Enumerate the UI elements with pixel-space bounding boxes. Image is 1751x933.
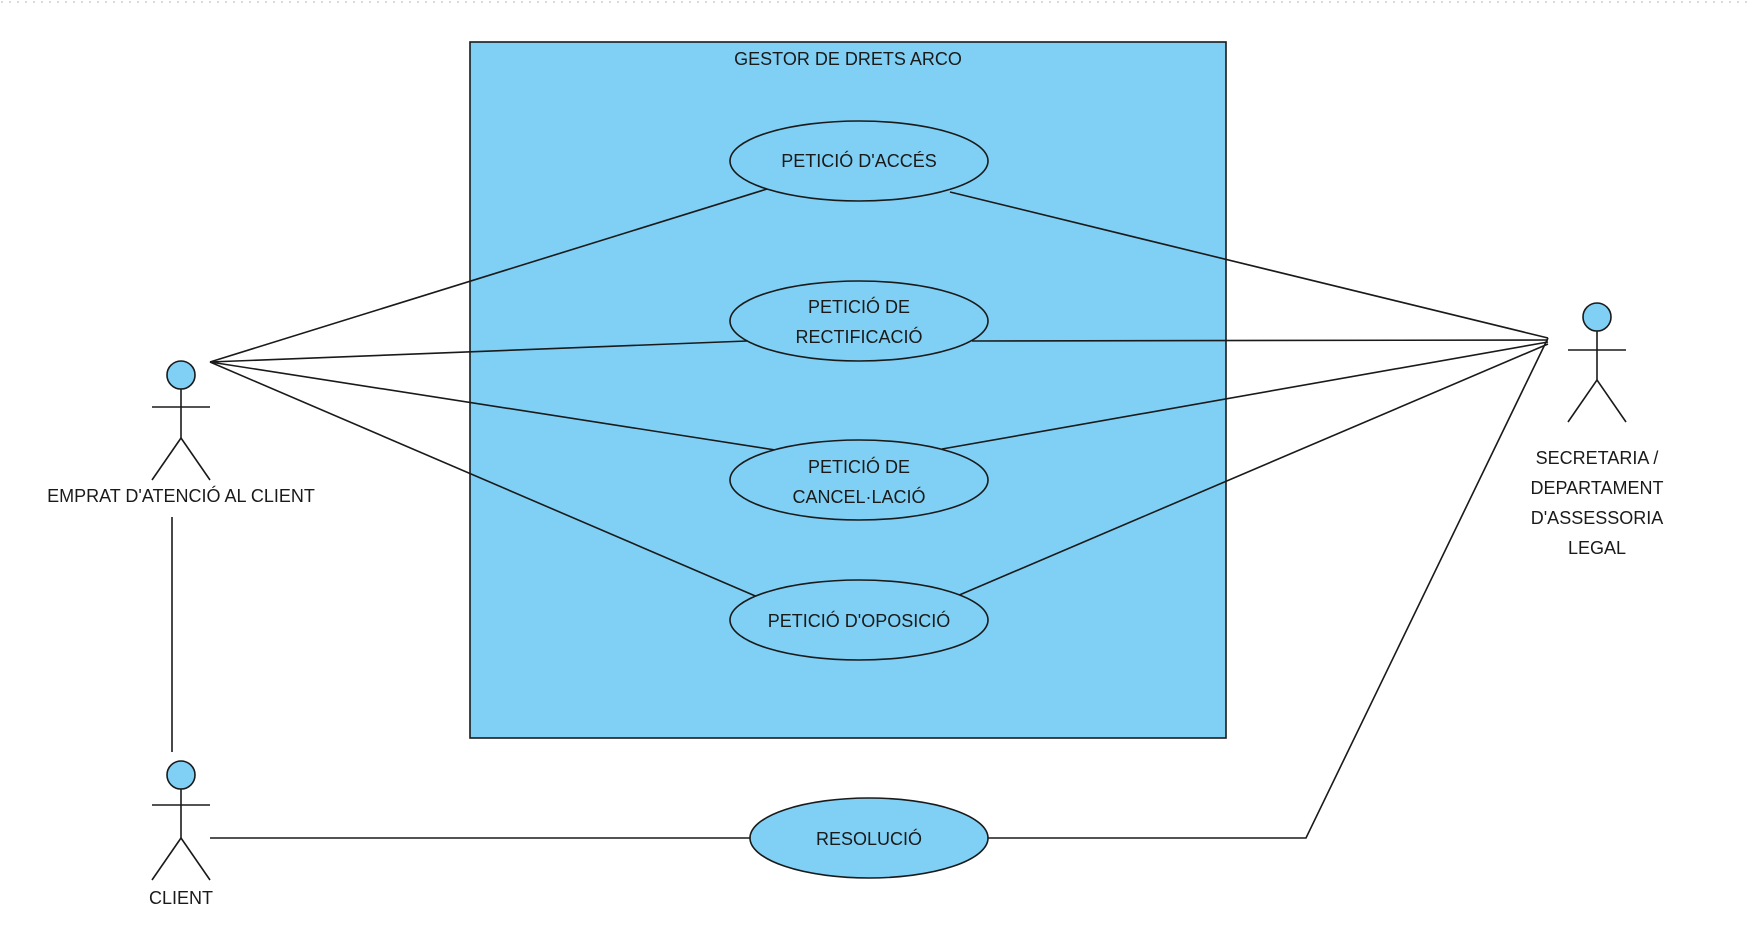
system-title: GESTOR DE DRETS ARCO: [734, 49, 962, 69]
use-case-rectificacio[interactable]: PETICIÓ DE RECTIFICACIÓ: [729, 280, 989, 362]
use-case-label-line2: CANCEL·LACIÓ: [792, 486, 925, 507]
actor-client[interactable]: CLIENT: [149, 760, 213, 908]
actor-label: EMPRAT D'ATENCIÓ AL CLIENT: [47, 485, 315, 506]
actor-emprat[interactable]: EMPRAT D'ATENCIÓ AL CLIENT: [47, 360, 315, 506]
use-case-label-line1: PETICIÓ DE: [808, 296, 910, 317]
actor-label-line3: D'ASSESSORIA: [1531, 508, 1663, 528]
associations: [171, 188, 1549, 839]
stick-figure-icon: [151, 360, 211, 481]
use-case-label: RESOLUCIÓ: [816, 828, 922, 849]
actor-secretaria[interactable]: SECRETARIA / DEPARTAMENT D'ASSESSORIA LE…: [1530, 302, 1664, 558]
use-case-oposicio[interactable]: PETICIÓ D'OPOSICIÓ: [729, 579, 989, 661]
actor-label: CLIENT: [149, 888, 213, 908]
assoc-secretaria-cancelacio[interactable]: [941, 341, 1549, 450]
use-case-label: PETICIÓ D'OPOSICIÓ: [768, 610, 950, 631]
assoc-secretaria-oposicio[interactable]: [956, 343, 1549, 597]
actor-label-line4: LEGAL: [1568, 538, 1626, 558]
stick-figure-icon: [151, 760, 211, 881]
use-case-acces[interactable]: PETICIÓ D'ACCÉS: [729, 120, 989, 202]
use-case-label-line2: RECTIFICACIÓ: [795, 326, 922, 347]
use-case-label: PETICIÓ D'ACCÉS: [781, 150, 936, 171]
top-dotted-border: [0, 0, 1751, 5]
assoc-secretaria-rectificacio[interactable]: [971, 339, 1549, 342]
assoc-emprat-cancelacio[interactable]: [209, 361, 783, 452]
assoc-secretaria-acces[interactable]: [949, 191, 1549, 339]
actor-label-line1: SECRETARIA /: [1536, 448, 1659, 468]
assoc-emprat-acces[interactable]: [209, 188, 768, 363]
use-case-cancelacio[interactable]: PETICIÓ DE CANCEL·LACIÓ: [729, 439, 989, 521]
use-case-resolucio[interactable]: RESOLUCIÓ: [749, 797, 989, 879]
use-case-label-line1: PETICIÓ DE: [808, 456, 910, 477]
assoc-emprat-rectificacio[interactable]: [209, 340, 748, 363]
actor-label-line2: DEPARTAMENT: [1530, 478, 1663, 498]
stick-figure-icon: [1567, 302, 1627, 423]
assoc-resolucio-secretaria[interactable]: [988, 337, 1549, 839]
assoc-emprat-oposicio[interactable]: [209, 361, 761, 599]
